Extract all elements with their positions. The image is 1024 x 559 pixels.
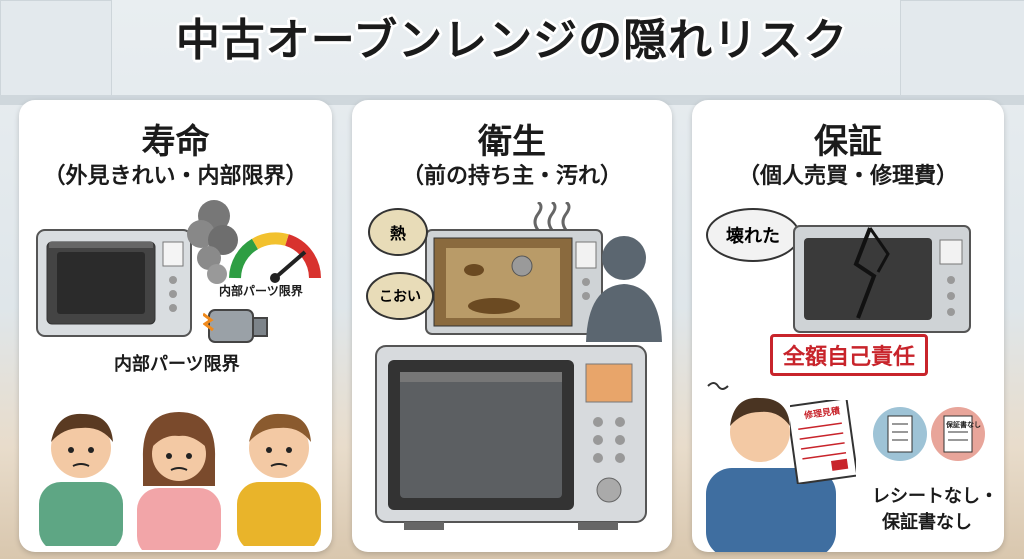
gauge-label: 内部パーツ限界 — [219, 284, 303, 298]
worried-man-1 — [39, 413, 123, 546]
warranty-card-label: 保証書なし — [946, 421, 981, 429]
microwave-closed-illustration — [375, 345, 647, 530]
card-heading: 衛生 — [478, 122, 546, 162]
speech-bubble-heat: 熱 — [368, 208, 428, 256]
worried-man-2 — [237, 413, 321, 546]
previous-owner-silhouette — [586, 236, 662, 342]
card-subheading: （前の持ち主・汚れ） — [401, 164, 622, 189]
card-heading: 寿命 — [141, 122, 210, 162]
estimate-document-icon — [790, 400, 856, 484]
speech-bubble-smell: こおい — [366, 272, 434, 320]
receipt-icon — [873, 407, 927, 461]
background-cabinet — [0, 0, 112, 97]
card-warranty: 保証 （個人売買・修理費） 壊れた 全額自己責任 修理見積 — [692, 100, 1004, 552]
no-receipt-text-line2: 保証書なし — [882, 512, 972, 533]
microwave-illustration — [36, 229, 192, 337]
self-responsibility-stamp: 全額自己責任 — [770, 334, 929, 376]
dirty-microwave-illustration — [425, 229, 603, 335]
warranty-card-icon — [931, 407, 985, 461]
no-receipt-text-line1: レシートなし・ — [872, 486, 998, 507]
card-heading: 保証 — [814, 122, 882, 162]
card-lifespan: 寿命 （外見きれい・内部限界） 内部パーツ限界 内部パーツ限界 — [19, 100, 332, 552]
page-title: 中古オーブンレンジの隠れリスク — [175, 15, 849, 66]
card-hygiene: 衛生 （前の持ち主・汚れ） 熱 こおい — [352, 100, 672, 552]
speech-bubble-broken: 壊れた — [706, 208, 800, 262]
card-subheading: （個人売買・修理費） — [737, 164, 958, 189]
gauge-icon — [229, 232, 321, 283]
card-subheading: （外見きれい・内部限界） — [43, 164, 308, 189]
worried-man-with-estimate — [706, 382, 836, 552]
broken-microwave-illustration — [793, 225, 971, 333]
motor-parts-icon — [203, 309, 268, 343]
parts-label: 内部パーツ限界 — [114, 354, 240, 375]
background-cabinet — [900, 0, 1024, 97]
worried-woman — [137, 412, 221, 550]
steam-icon — [533, 202, 571, 231]
smoke-icon — [187, 200, 238, 284]
